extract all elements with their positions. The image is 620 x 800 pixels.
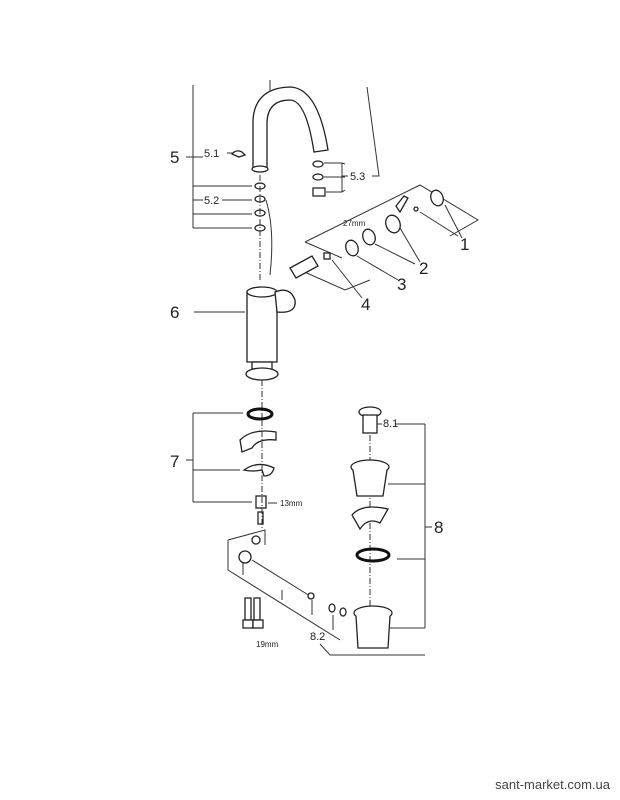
supply-hoses <box>242 597 264 629</box>
pop-up-waste-8 <box>350 406 432 649</box>
cartridge-parts <box>289 184 479 299</box>
spout-clip-5-1 <box>230 150 247 158</box>
label-8-2: 8.2 <box>310 631 325 643</box>
label-8-1: 8.1 <box>383 418 398 430</box>
dim-13mm: 13mm <box>280 499 303 508</box>
label-2: 2 <box>419 259 428 278</box>
label-3: 3 <box>397 275 406 294</box>
label-5-1: 5.1 <box>204 148 219 160</box>
faucet-body-6 <box>194 286 296 381</box>
label-1: 1 <box>460 235 469 254</box>
label-4: 4 <box>361 295 370 314</box>
lift-rod-assembly <box>227 529 425 656</box>
spout <box>251 80 329 173</box>
dim-27mm: 27mm <box>343 219 366 228</box>
label-7: 7 <box>170 452 179 471</box>
label-5: 5 <box>170 148 179 167</box>
bracket-5 <box>186 85 252 229</box>
aerator-5-3 <box>312 86 380 197</box>
label-6: 6 <box>170 303 179 322</box>
watermark: sant-market.com.ua <box>495 777 610 792</box>
label-5-2: 5.2 <box>204 195 219 207</box>
label-5-3: 5.3 <box>350 171 365 183</box>
label-8: 8 <box>434 518 443 537</box>
mounting-parts-7 <box>186 407 277 530</box>
dim-19mm: 19mm <box>256 640 279 649</box>
